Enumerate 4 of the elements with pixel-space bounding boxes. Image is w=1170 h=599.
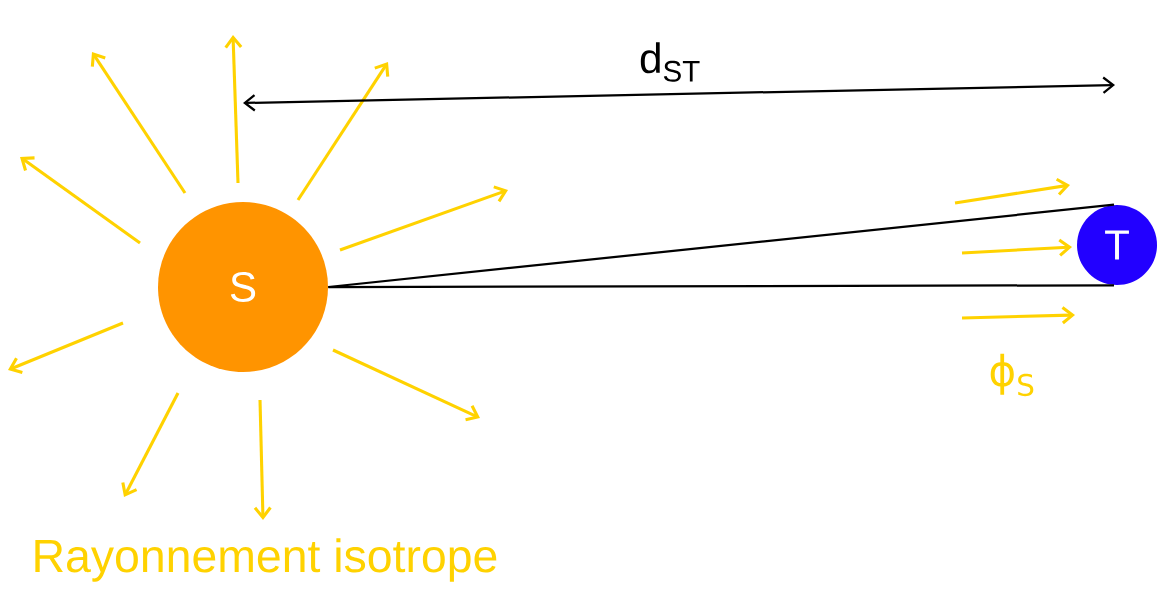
cone-line xyxy=(328,284,1114,289)
caption-text: Rayonnement isotrope xyxy=(35,538,497,582)
flux-label: ϕ$_{S}$ xyxy=(990,353,1034,397)
dimension-label: d$_{ST}$ xyxy=(640,42,700,82)
